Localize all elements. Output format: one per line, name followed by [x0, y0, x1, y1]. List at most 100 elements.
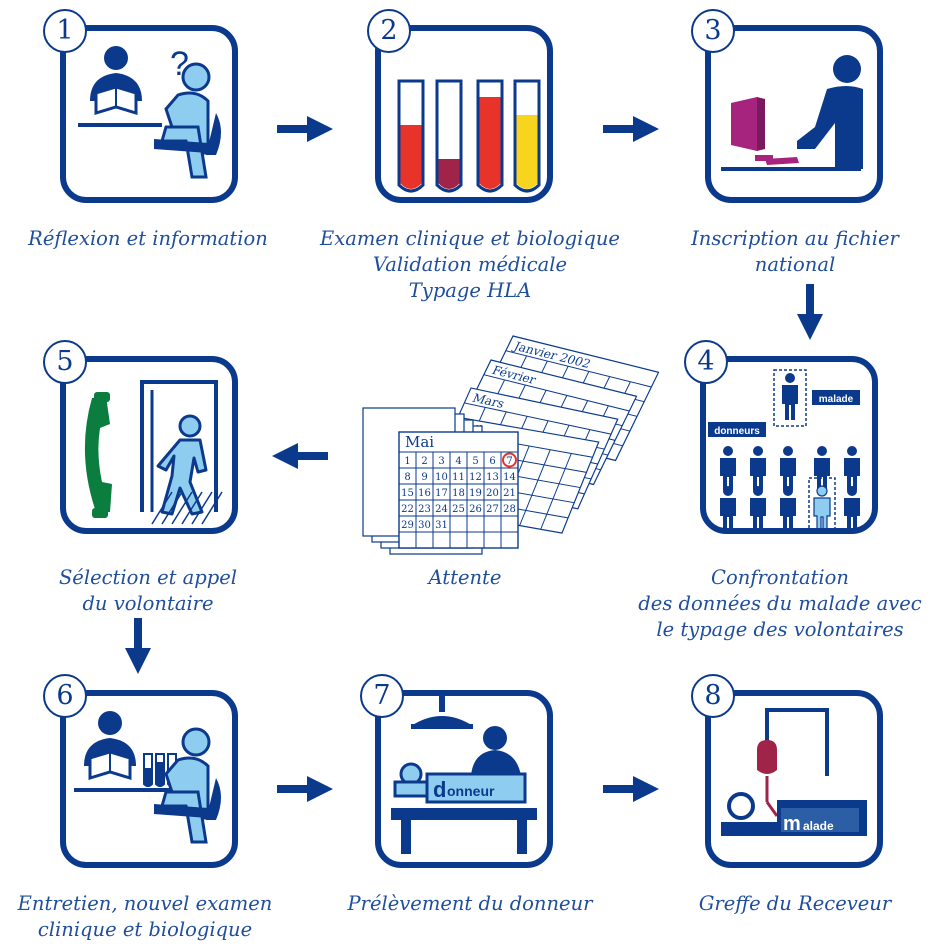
- step-3-number: 3: [691, 9, 735, 53]
- test-tubes-illustration: [397, 79, 541, 193]
- calendar-day: 9: [421, 472, 427, 483]
- step-5-number: 5: [43, 340, 87, 384]
- calendar-day: 17: [435, 488, 448, 499]
- caption-line: du volontaire: [82, 592, 214, 615]
- registration-computer-illustration: [721, 55, 863, 171]
- calendar-day: 14: [503, 472, 516, 483]
- calendar-day: 16: [418, 488, 431, 499]
- caption-line: national: [754, 253, 836, 276]
- calendar-day: 30: [418, 520, 431, 531]
- caption-line: Prélèvement du donneur: [347, 892, 593, 915]
- step-4-caption: Confrontation des données du malade avec…: [620, 565, 940, 643]
- donor-tag-initial: d: [433, 777, 446, 802]
- step-6-box: [60, 690, 238, 868]
- circled-day-marker: [502, 452, 517, 468]
- calendar-day: 2: [421, 456, 427, 467]
- patient-tag-initial: m: [783, 813, 801, 835]
- matched-donor-figure: [813, 485, 831, 528]
- calendar-day: 19: [469, 488, 482, 499]
- calendar-day: 24: [435, 504, 448, 515]
- step-1-number: 1: [43, 9, 87, 53]
- calendar-day: 7: [506, 456, 512, 467]
- calendar-day: 28: [503, 504, 516, 515]
- caption-line: Confrontation: [711, 566, 849, 589]
- calendar-stack-illustration: Janvier 2002FévrierMarsAvrilMai123456789…: [362, 335, 660, 555]
- step-2-number: 2: [367, 9, 411, 53]
- caption-line: le typage des volontaires: [656, 618, 904, 641]
- calendar-month-label: Mai: [405, 433, 434, 451]
- calendar-day: 12: [469, 472, 482, 483]
- caption-line: Typage HLA: [408, 279, 532, 302]
- calendar-day: 27: [486, 504, 499, 515]
- calendar-day: 10: [435, 472, 448, 483]
- calendar-day: 25: [452, 504, 465, 515]
- donor-figure: [720, 486, 736, 528]
- calendar-day: 11: [452, 472, 465, 483]
- arrow-right-icon: [603, 776, 659, 802]
- arrow-right-icon: [277, 116, 333, 142]
- step-7-number: 7: [360, 674, 404, 718]
- step-7-box: d onneur: [375, 690, 553, 868]
- step-6-number: 6: [43, 674, 87, 718]
- consultation-illustration: ?: [78, 45, 221, 179]
- calendar-day: 5: [472, 456, 478, 467]
- caption-line: Réflexion et information: [28, 227, 268, 250]
- step-2-box: [375, 25, 553, 203]
- calendar-day: 3: [438, 456, 444, 467]
- calendar-day: 21: [503, 488, 516, 499]
- patient-tag-label: alade: [803, 819, 834, 833]
- caption-line: Entretien, nouvel examen: [17, 892, 273, 915]
- calendar-day: 1: [404, 456, 410, 467]
- step-3-caption: Inscription au fichier national: [660, 226, 930, 278]
- patient-figure: [782, 373, 798, 420]
- calendar-day: 22: [401, 504, 414, 515]
- step-3-box: [705, 25, 883, 203]
- arrow-left-icon: [272, 443, 328, 469]
- phone-call-illustration: [84, 380, 223, 525]
- interview-illustration: [74, 711, 221, 844]
- step-8-caption: Greffe du Receveur: [665, 891, 925, 917]
- donor-figure: [750, 446, 766, 490]
- step-8-box: m alade: [705, 690, 883, 868]
- caption-line: Inscription au fichier: [691, 227, 899, 250]
- calendar-day: 18: [452, 488, 465, 499]
- calendar-day: 23: [418, 504, 431, 515]
- donor-figure: [780, 446, 796, 490]
- step-1-caption: Réflexion et information: [10, 226, 286, 252]
- step-4-number: 4: [684, 340, 728, 384]
- donor-figure: [780, 486, 796, 528]
- step-7-caption: Prélèvement du donneur: [330, 891, 610, 917]
- transplant-illustration: m alade: [721, 708, 867, 836]
- arrow-down-icon: [797, 284, 823, 340]
- step-8-number: 8: [691, 674, 735, 718]
- step-5-box: [60, 356, 238, 534]
- donor-tag-label: onneur: [447, 783, 495, 799]
- donor-matching-illustration: malade donneurs: [708, 369, 860, 528]
- donor-figure: [750, 486, 766, 528]
- caption-line: Greffe du Receveur: [698, 892, 892, 915]
- arrow-right-icon: [603, 116, 659, 142]
- wait-caption: Attente: [428, 566, 502, 589]
- calendar-day: 4: [455, 456, 461, 467]
- caption-line: Sélection et appel: [58, 566, 238, 589]
- calendar-day: 15: [401, 488, 414, 499]
- donor-figure: [720, 446, 736, 490]
- patient-label: malade: [819, 394, 854, 405]
- step-5-caption: Sélection et appel du volontaire: [10, 565, 286, 617]
- calendar-day: 13: [486, 472, 499, 483]
- donation-surgery-illustration: d onneur: [391, 696, 537, 854]
- calendar-day: 20: [486, 488, 499, 499]
- arrow-right-icon: [277, 776, 333, 802]
- caption-line: Validation médicale: [372, 253, 568, 276]
- arrow-down-icon: [125, 618, 151, 674]
- donor-figure: [814, 446, 830, 490]
- calendar-day: 26: [469, 504, 482, 515]
- step-2-caption: Examen clinique et biologique Validation…: [305, 226, 635, 304]
- caption-line: clinique et biologique: [37, 918, 253, 941]
- step-1-box: ?: [60, 25, 238, 203]
- step-4-box: malade donneurs: [700, 356, 878, 534]
- calendar-day: 31: [435, 520, 448, 531]
- caption-line: Examen clinique et biologique: [320, 227, 620, 250]
